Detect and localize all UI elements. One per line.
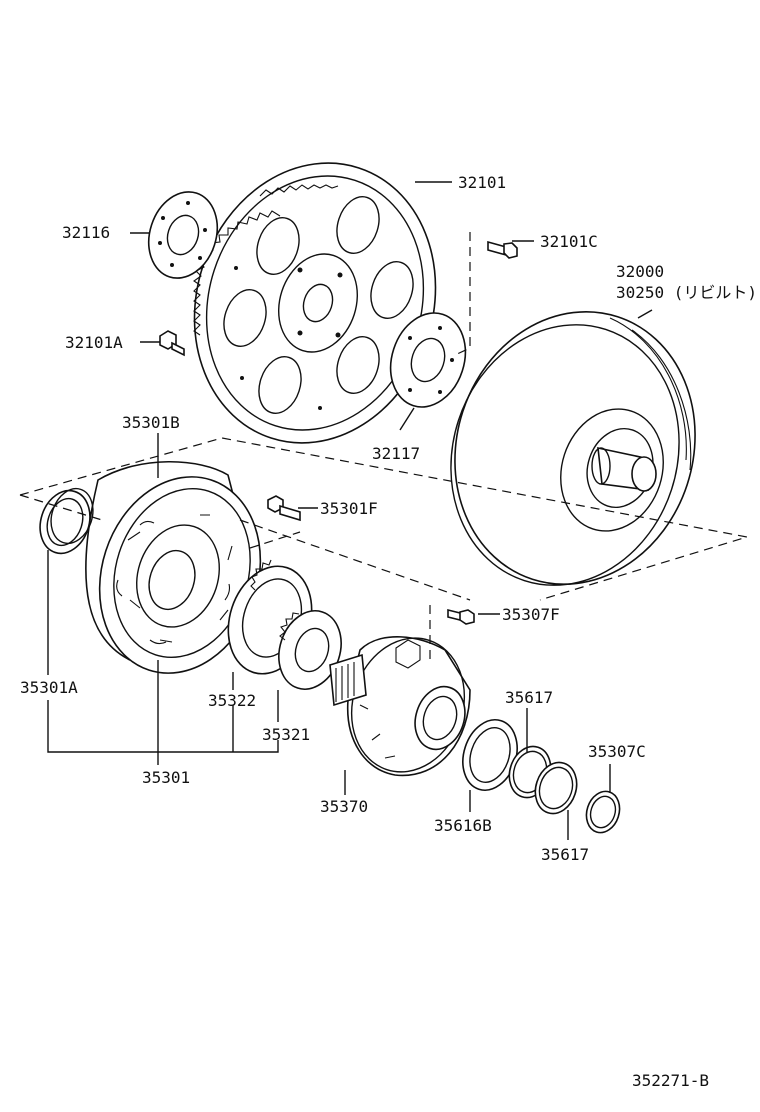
drive-gear-35321 <box>278 610 342 690</box>
label-35301A: 35301A <box>20 678 78 697</box>
label-32101: 32101 <box>458 173 506 192</box>
label-35301B: 35301B <box>122 413 180 432</box>
label-32117: 32117 <box>372 444 420 463</box>
spacer-plate-32117 <box>389 312 467 408</box>
spacer-plate-32116 <box>147 191 219 279</box>
label-32116: 32116 <box>62 223 110 242</box>
label-35617-bottom: 35617 <box>541 845 589 864</box>
label-35322: 35322 <box>208 691 256 710</box>
label-35370: 35370 <box>320 797 368 816</box>
torque-converter-32000 <box>450 310 696 586</box>
oil-seal-35301A <box>39 487 94 555</box>
leader-lines <box>47 181 653 840</box>
label-32000: 32000 <box>616 262 664 281</box>
bolt-35307F <box>447 608 475 625</box>
drive-plate-32101 <box>193 162 437 444</box>
label-35617-top: 35617 <box>505 688 553 707</box>
stator-shaft-35370 <box>329 636 471 777</box>
seal-ring-35617-b <box>534 761 578 815</box>
assembly-dashed-lines <box>19 232 748 665</box>
label-35307F: 35307F <box>502 605 560 624</box>
diagram-id: 352271-B <box>632 1071 709 1090</box>
label-35616B: 35616B <box>434 816 492 835</box>
part-labels: 32101 32116 32101C 32000 30250 (リビルト) 32… <box>20 173 757 1090</box>
label-32101C: 32101C <box>540 232 598 251</box>
bolt-35301F <box>267 495 301 522</box>
bolt-32101C <box>487 240 518 259</box>
label-35301F: 35301F <box>320 499 378 518</box>
label-35301: 35301 <box>142 768 190 787</box>
label-35321: 35321 <box>262 725 310 744</box>
label-32101A: 32101A <box>65 333 123 352</box>
bolt-32101A <box>159 330 185 357</box>
o-ring-35307C <box>585 790 621 834</box>
label-30250: 30250 (リビルト) <box>616 283 757 302</box>
label-35307C: 35307C <box>588 742 646 761</box>
oil-pump-body-35301B <box>85 460 262 674</box>
